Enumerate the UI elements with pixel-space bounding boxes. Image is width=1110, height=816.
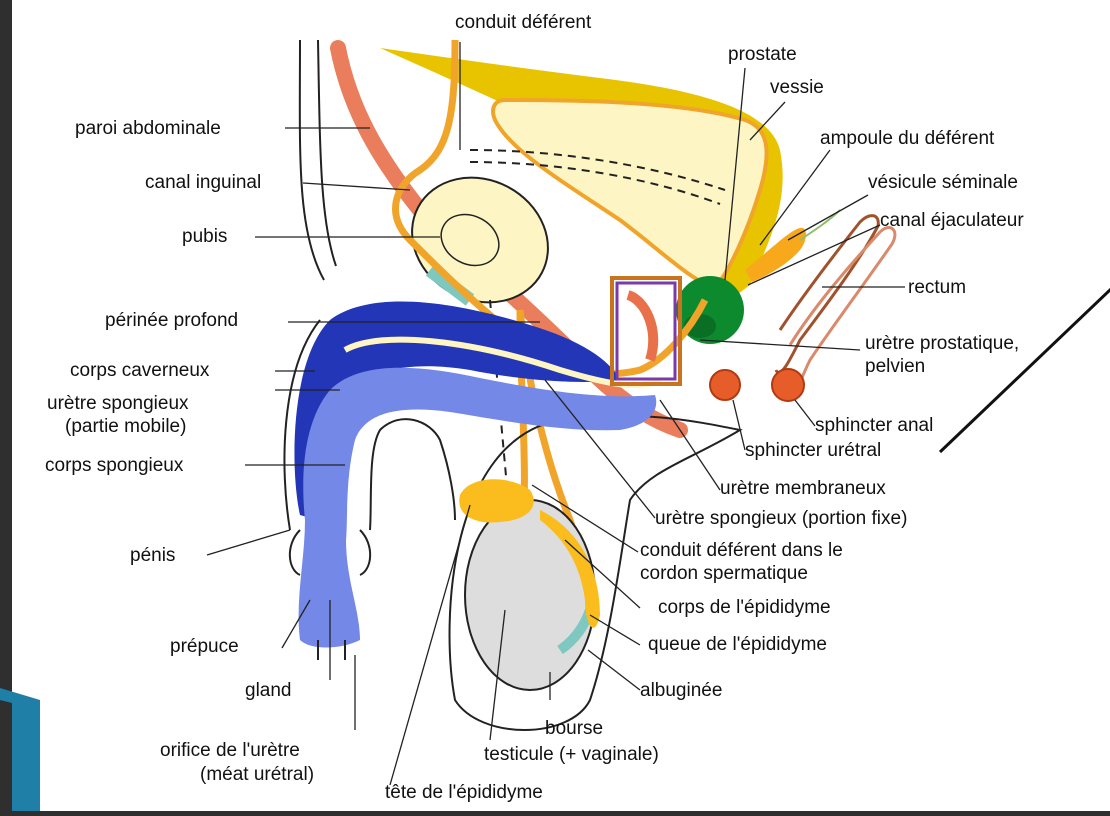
label-uretre-spongieux-1: urètre spongieux xyxy=(47,393,189,415)
testis-shape xyxy=(465,500,595,690)
label-uretre-spongieux-fixe: urètre spongieux (portion fixe) xyxy=(655,508,907,530)
label-gland: gland xyxy=(245,680,292,702)
label-canal-inguinal: canal inguinal xyxy=(145,172,261,194)
anal-sphincter-shape xyxy=(772,369,804,401)
label-conduit-deferent: conduit déférent xyxy=(455,12,591,34)
label-prepuce: prépuce xyxy=(170,636,239,658)
label-penis: pénis xyxy=(130,545,175,567)
label-tete-epididyme: tête de l'épididyme xyxy=(385,782,543,804)
label-vessie: vessie xyxy=(770,77,824,99)
epididymis-head xyxy=(459,479,534,522)
corner-edge xyxy=(0,700,12,811)
label-uretre-prostatique-1: urètre prostatique, xyxy=(865,333,1019,355)
label-corps-spongieux: corps spongieux xyxy=(45,455,183,477)
label-uretre-membraneux: urètre membraneux xyxy=(720,478,886,500)
label-corps-epididyme: corps de l'épididyme xyxy=(658,597,831,619)
label-perinee: périnée profond xyxy=(105,310,238,332)
label-orifice-2: (méat urétral) xyxy=(200,764,314,786)
label-conduit-cordon-1: conduit déférent dans le xyxy=(640,540,843,562)
label-corps-caverneux: corps caverneux xyxy=(70,360,209,382)
label-paroi-abdominale: paroi abdominale xyxy=(75,118,221,140)
label-sphincter-uretral: sphincter urétral xyxy=(745,440,881,462)
label-testicule: testicule (+ vaginale) xyxy=(484,744,659,766)
label-pubis: pubis xyxy=(182,226,227,248)
label-uretre-prostatique-2: pelvien xyxy=(865,356,925,378)
label-bourse: bourse xyxy=(545,718,603,740)
label-sphincter-anal: sphincter anal xyxy=(815,415,933,437)
label-rectum: rectum xyxy=(908,277,966,299)
label-queue-epididyme: queue de l'épididyme xyxy=(648,634,827,656)
label-ampoule: ampoule du déférent xyxy=(820,128,994,150)
urethral-sphincter-shape xyxy=(710,370,740,400)
label-conduit-cordon-2: cordon spermatique xyxy=(640,563,808,585)
label-albuginee: albuginée xyxy=(640,680,722,702)
label-prostate: prostate xyxy=(728,44,797,66)
label-vesicule: vésicule séminale xyxy=(868,172,1018,194)
label-uretre-spongieux-2: (partie mobile) xyxy=(65,416,186,438)
label-orifice-1: orifice de l'urètre xyxy=(160,740,300,762)
label-canal-ejaculateur: canal éjaculateur xyxy=(880,210,1024,232)
